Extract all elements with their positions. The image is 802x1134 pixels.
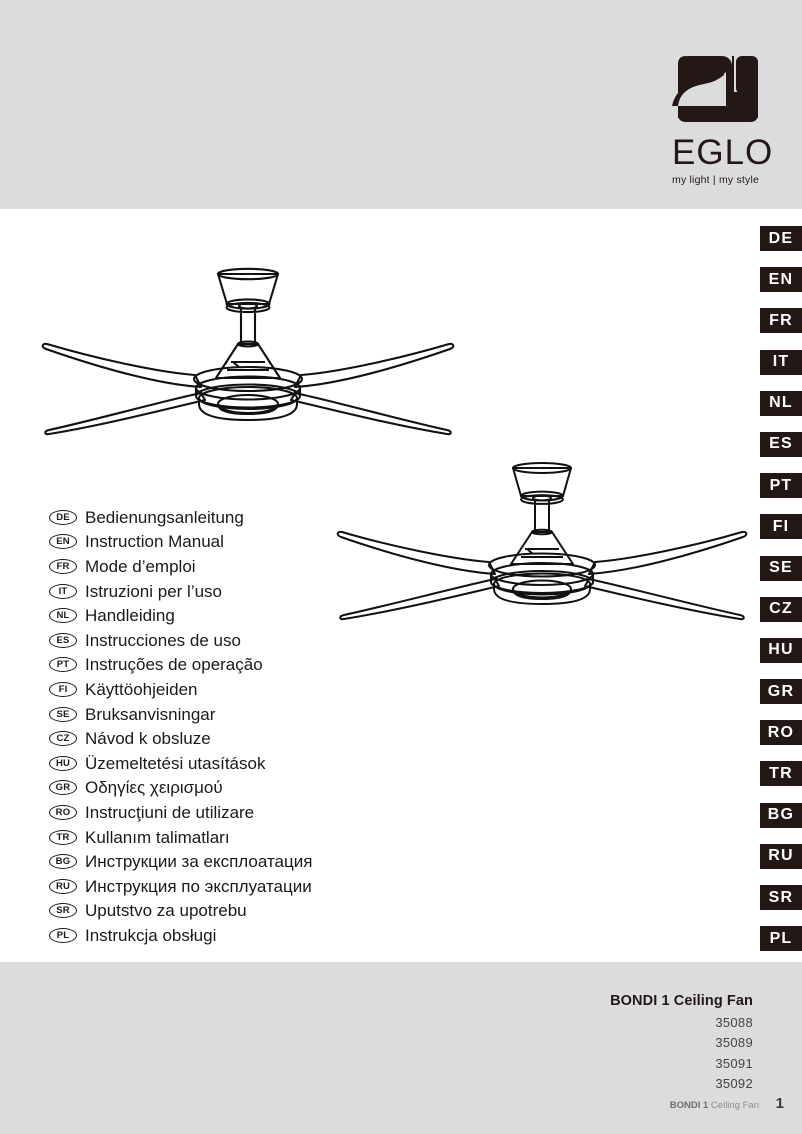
list-item: SE Bruksanvisningar [49, 702, 469, 727]
language-title-pl: Instrukcja obsługi [85, 925, 217, 945]
language-badge-en: EN [49, 534, 77, 550]
language-title-cz: Návod k obsluze [85, 729, 211, 749]
list-item: IT Istruzioni per l’uso [49, 579, 469, 604]
language-badge-bg: BG [49, 854, 77, 870]
top-gray-band [0, 0, 802, 209]
footer-product-bold: BONDI 1 [669, 1100, 709, 1111]
language-tab-ro[interactable]: RO [760, 720, 802, 746]
list-item: RU Инструкция по эксплуатации [49, 874, 469, 899]
eglo-logo: EGLO my light | my style [672, 50, 774, 186]
language-tab-pt[interactable]: PT [760, 473, 802, 499]
language-tab-ru[interactable]: RU [760, 843, 802, 869]
list-item: BG Инструкции за експлоатация [49, 849, 469, 874]
language-tab-fi[interactable]: FI [760, 514, 802, 540]
language-tab-se[interactable]: SE [760, 555, 802, 581]
language-badge-de: DE [49, 509, 77, 525]
language-title-sr: Uputstvo za upotrebu [85, 901, 247, 921]
language-title-ro: Instrucţiuni de utilizare [85, 802, 255, 822]
language-tab-es[interactable]: ES [760, 431, 802, 457]
language-title-hu: Üzemeltetési utasítások [85, 753, 266, 773]
language-title-fr: Mode d’emploi [85, 556, 196, 576]
list-item: FR Mode d’emploi [49, 554, 469, 579]
page-number: 1 [775, 1095, 784, 1112]
language-title-list: DE Bedienungsanleitung EN Instruction Ma… [49, 505, 469, 948]
language-tab-bg[interactable]: BG [760, 802, 802, 828]
eglo-logo-mark-icon [672, 50, 764, 132]
language-title-de: Bedienungsanleitung [85, 507, 244, 527]
list-item: FI Käyttöohjeiden [49, 677, 469, 702]
list-item: NL Handleiding [49, 603, 469, 628]
list-item: HU Üzemeltetési utasítások [49, 751, 469, 776]
bottom-gray-band [0, 962, 802, 1134]
list-item: DE Bedienungsanleitung [49, 505, 469, 530]
language-tab-de[interactable]: DE [760, 226, 802, 251]
language-tab-column: DE EN FR IT NL ES PT FI SE CZ HU GR RO T… [760, 226, 802, 967]
brand-name: EGLO [672, 133, 774, 172]
list-item: ES Instrucciones de uso [49, 628, 469, 653]
language-badge-ro: RO [49, 804, 77, 820]
language-title-bg: Инструкции за експлоатация [85, 852, 313, 872]
language-title-ru: Инструкция по эксплуатации [85, 876, 312, 896]
language-tab-sr[interactable]: SR [760, 885, 802, 910]
language-tab-it[interactable]: IT [760, 349, 802, 375]
language-badge-pt: PT [49, 657, 77, 673]
product-code: 35091 [715, 1055, 753, 1071]
ceiling-fan-illustration-small [328, 458, 753, 628]
language-tab-en[interactable]: EN [760, 267, 802, 293]
product-info-block: BONDI 1 Ceiling Fan 35088 35089 35091 35… [610, 993, 753, 1091]
language-title-se: Bruksanvisningar [85, 704, 216, 724]
page-footer: BONDI 1 Ceiling Fan 1 [0, 1095, 802, 1120]
list-item: EN Instruction Manual [49, 530, 469, 555]
ceiling-fan-illustration-large [35, 262, 460, 449]
product-code: 35088 [715, 1014, 753, 1030]
language-tab-cz[interactable]: CZ [760, 596, 802, 622]
language-badge-cz: CZ [49, 731, 77, 747]
product-code: 35089 [715, 1035, 753, 1050]
language-title-en: Instruction Manual [85, 532, 224, 552]
language-title-fi: Käyttöohjeiden [85, 679, 198, 699]
language-badge-se: SE [49, 706, 77, 722]
language-badge-fr: FR [49, 558, 77, 574]
language-title-pt: Instruções de operação [85, 655, 263, 675]
language-badge-tr: TR [49, 829, 77, 845]
language-badge-it: IT [49, 583, 77, 599]
footer-product-label: BONDI 1 Ceiling Fan [670, 1100, 759, 1111]
language-badge-ru: RU [49, 878, 77, 894]
language-badge-pl: PL [49, 927, 77, 943]
illustration-area [0, 209, 802, 962]
list-item: PL Instrukcja obsługi [49, 923, 469, 948]
list-item: GR Οδηγίες χειρισμού [49, 776, 469, 801]
list-item: PT Instruções de operação [49, 653, 469, 678]
product-title: BONDI 1 Ceiling Fan [610, 993, 753, 1009]
language-badge-nl: NL [49, 608, 77, 624]
language-badge-gr: GR [49, 780, 77, 796]
language-badge-hu: HU [49, 755, 77, 771]
language-tab-gr[interactable]: GR [760, 679, 802, 705]
list-item: TR Kullanım talimatları [49, 825, 469, 850]
product-code: 35092 [715, 1076, 753, 1091]
language-badge-es: ES [49, 632, 77, 648]
language-title-tr: Kullanım talimatları [85, 827, 230, 847]
list-item: RO Instrucţiuni de utilizare [49, 800, 469, 825]
list-item: SR Uputstvo za upotrebu [49, 899, 469, 924]
language-badge-sr: SR [49, 903, 77, 919]
language-tab-hu[interactable]: HU [760, 637, 802, 663]
brand-tagline: my light | my style [672, 174, 760, 186]
language-tab-pl[interactable]: PL [760, 926, 802, 952]
language-title-es: Instrucciones de uso [85, 630, 241, 650]
language-title-nl: Handleiding [85, 606, 175, 626]
language-title-it: Istruzioni per l’uso [85, 581, 223, 601]
language-title-gr: Οδηγίες χειρισμού [85, 778, 223, 798]
language-tab-tr[interactable]: TR [760, 761, 802, 787]
language-tab-nl[interactable]: NL [760, 390, 802, 416]
language-badge-fi: FI [49, 681, 77, 697]
language-tab-fr[interactable]: FR [760, 308, 802, 334]
list-item: CZ Návod k obsluze [49, 726, 469, 751]
footer-product-rest: Ceiling Fan [708, 1100, 759, 1111]
